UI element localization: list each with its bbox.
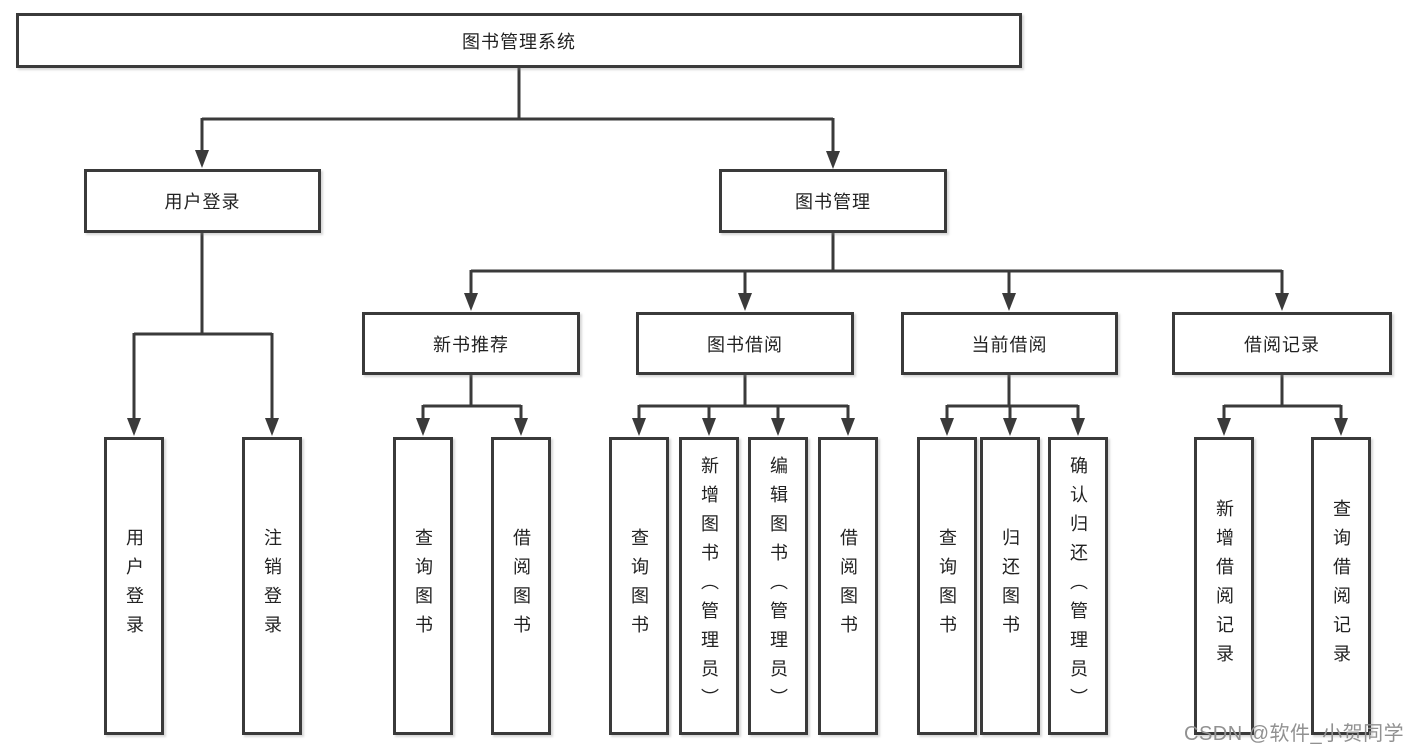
node-label: 注销登录 <box>262 528 282 644</box>
node-query-books-recommend: 查询图书 <box>393 437 453 735</box>
node-label: 借阅记录 <box>1244 334 1320 355</box>
node-label: 图书管理 <box>795 192 871 212</box>
node-user-login: 用户登录 <box>84 169 321 233</box>
node-logout: 注销登录 <box>242 437 302 735</box>
arrowheads <box>127 150 1348 436</box>
node-borrow-books-borrowing: 借阅图书 <box>818 437 878 735</box>
node-label: 查询图书 <box>629 528 649 644</box>
node-label: 当前借阅 <box>971 334 1048 355</box>
node-query-books-borrowing: 查询图书 <box>609 437 669 735</box>
node-label: 查询借阅记录 <box>1331 499 1351 673</box>
node-label: 借阅图书 <box>511 528 531 644</box>
node-book-management: 图书管理 <box>719 169 947 233</box>
node-borrowing-records: 借阅记录 <box>1172 312 1392 375</box>
node-borrow-books-recommend: 借阅图书 <box>491 437 551 735</box>
node-label: 新增图书（管理员） <box>699 455 719 717</box>
node-label: 新增借阅记录 <box>1214 499 1234 673</box>
node-label: 确认归还（管理员） <box>1068 455 1088 717</box>
node-book-borrowing: 图书借阅 <box>636 312 854 375</box>
node-label: 用户登录 <box>124 528 144 644</box>
node-query-books-current: 查询图书 <box>917 437 977 735</box>
node-library-management-system: 图书管理系统 <box>16 13 1022 68</box>
node-label: 查询图书 <box>413 528 433 644</box>
node-label: 图书借阅 <box>707 334 783 355</box>
node-return-books: 归还图书 <box>980 437 1040 735</box>
node-label: 编辑图书（管理员） <box>768 455 788 717</box>
node-edit-book-admin: 编辑图书（管理员） <box>748 437 808 735</box>
node-add-borrow-record: 新增借阅记录 <box>1194 437 1254 735</box>
csdn-watermark: CSDN @软件_小贺同学 <box>1184 723 1405 745</box>
node-label: 查询图书 <box>937 528 957 644</box>
node-label: 归还图书 <box>1000 528 1020 644</box>
node-label: 图书管理系统 <box>462 31 576 52</box>
node-new-book-recommend: 新书推荐 <box>362 312 580 375</box>
node-add-book-admin: 新增图书（管理员） <box>679 437 739 735</box>
node-label: 新书推荐 <box>433 334 509 355</box>
node-label: 借阅图书 <box>838 528 858 644</box>
node-user-login-leaf: 用户登录 <box>104 437 164 735</box>
node-confirm-return-admin: 确认归还（管理员） <box>1048 437 1108 735</box>
node-current-borrowing: 当前借阅 <box>901 312 1118 375</box>
node-label: 用户登录 <box>164 192 241 212</box>
node-query-borrow-record: 查询借阅记录 <box>1311 437 1371 735</box>
